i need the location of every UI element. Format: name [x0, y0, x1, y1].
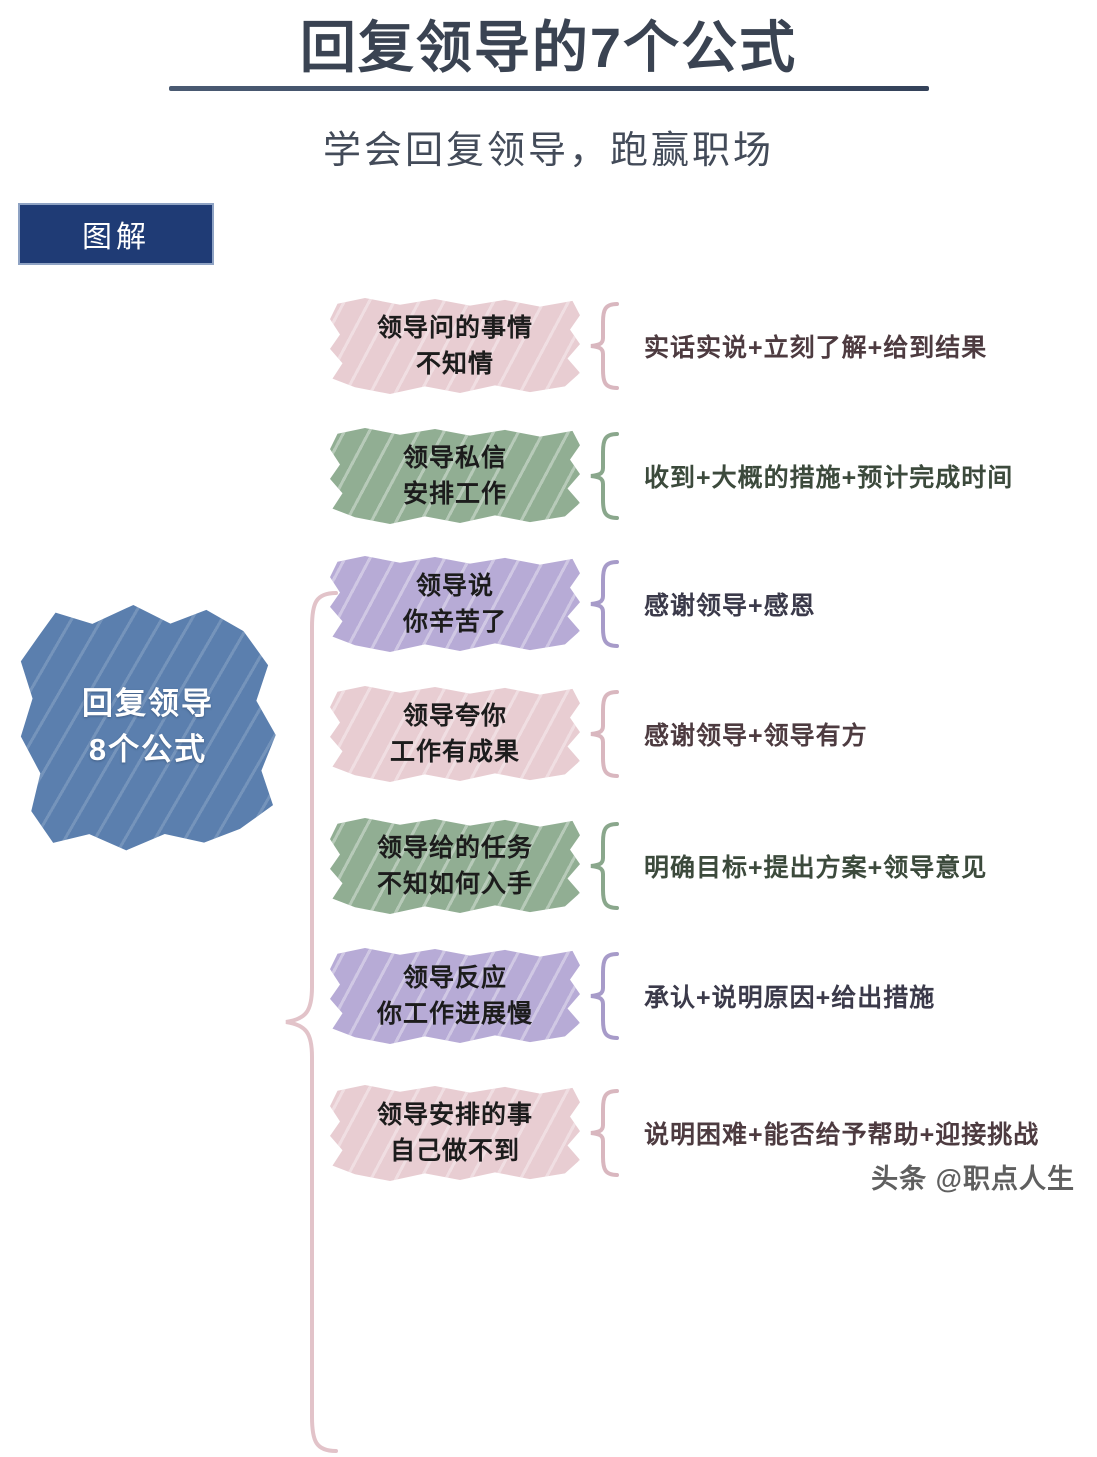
- branch-label-line1: 领导说: [415, 571, 494, 600]
- branch-label-line2: 安排工作: [402, 480, 507, 508]
- branch-label-line2: 你辛苦了: [402, 608, 507, 636]
- branch-highlight-shape: [330, 1085, 580, 1181]
- branch-label-text: 领导说 你辛苦了: [330, 552, 580, 656]
- branch-label: 领导给的任务 不知如何入手: [330, 814, 580, 918]
- root-node-line1: 回复领导: [82, 685, 214, 721]
- page-subtitle: 学会回复领导，跑赢职场: [322, 130, 774, 173]
- branch-label: 领导安排的事 自己做不到: [330, 1081, 580, 1185]
- root-node: 回复领导 8个公式: [18, 602, 278, 852]
- branch-label-line1: 领导给的任务: [376, 833, 533, 862]
- branch-row: 领导说 你辛苦了 感谢领导+感恩: [330, 548, 1090, 660]
- branch-brace-icon: [586, 558, 628, 650]
- branch-highlight-shape: [330, 298, 580, 394]
- branch-brace-icon: [586, 950, 628, 1042]
- diagram-badge-label: 图解: [82, 221, 150, 254]
- branch-row: 领导安排的事 自己做不到 说明困难+能否给予帮助+迎接挑战: [330, 1077, 1090, 1189]
- branch-row: 领导反应 你工作进展慢 承认+说明原因+给出措施: [330, 940, 1090, 1052]
- branch-brace-icon: [586, 1087, 628, 1179]
- branch-label-text: 领导给的任务 不知如何入手: [330, 814, 580, 918]
- branch-label-line2: 不知情: [415, 350, 494, 378]
- branch-formula: 明确目标+提出方案+领导意见: [644, 854, 988, 882]
- branch-label-line1: 领导私信: [402, 443, 507, 472]
- branch-brace-icon: [586, 430, 628, 522]
- branch-brace-icon: [586, 300, 628, 392]
- branch-label-line2: 工作有成果: [389, 738, 520, 766]
- branch-label-text: 领导问的事情 不知情: [330, 294, 580, 398]
- branch-label: 领导说 你辛苦了: [330, 552, 580, 656]
- branch-formula: 收到+大概的措施+预计完成时间: [644, 464, 1014, 492]
- branch-brace-icon: [586, 820, 628, 912]
- branch-formula: 感谢领导+感恩: [644, 592, 816, 620]
- page-title: 回复领导的7个公式: [299, 16, 798, 79]
- title-underline: [168, 86, 929, 92]
- branch-row: 领导夸你 工作有成果 感谢领导+领导有方: [330, 678, 1090, 790]
- branch-label-line1: 领导问的事情: [376, 313, 533, 342]
- branch-row: 领导私信 安排工作 收到+大概的措施+预计完成时间: [330, 420, 1090, 532]
- branch-label-line1: 领导夸你: [402, 701, 507, 730]
- branch-formula: 承认+说明原因+给出措施: [644, 984, 936, 1012]
- branch-formula: 说明困难+能否给予帮助+迎接挑战: [644, 1121, 1040, 1149]
- mindmap-diagram: 回复领导 8个公式 领导问的事情 不知情 实话实说+立刻了解+给到结果 领导私信: [0, 272, 1097, 1453]
- branch-label-line2: 你工作进展慢: [376, 1000, 533, 1028]
- branch-label-line1: 领导反应: [402, 963, 507, 992]
- branch-label-text: 领导安排的事 自己做不到: [330, 1081, 580, 1185]
- branch-label: 领导问的事情 不知情: [330, 294, 580, 398]
- branch-highlight-shape: [330, 818, 580, 914]
- branch-label: 领导反应 你工作进展慢: [330, 944, 580, 1048]
- branch-formula: 感谢领导+领导有方: [644, 722, 868, 750]
- branch-highlight-shape: [330, 556, 580, 652]
- branch-highlight-shape: [330, 428, 580, 524]
- branch-row: 领导给的任务 不知如何入手 明确目标+提出方案+领导意见: [330, 810, 1090, 922]
- branch-label: 领导夸你 工作有成果: [330, 682, 580, 786]
- root-node-line2: 8个公式: [88, 732, 208, 767]
- branch-highlight-shape: [330, 686, 580, 782]
- header: 回复领导的7个公式 学会回复领导，跑赢职场: [0, 0, 1097, 174]
- diagram-badge: 图解: [18, 203, 214, 265]
- branch-brace-icon: [586, 688, 628, 780]
- branch-label-line1: 领导安排的事: [376, 1100, 533, 1129]
- branch-label-text: 领导反应 你工作进展慢: [330, 944, 580, 1048]
- branch-label-line2: 不知如何入手: [376, 870, 533, 898]
- branch-label-line2: 自己做不到: [389, 1137, 520, 1165]
- branch-formula: 实话实说+立刻了解+给到结果: [644, 334, 988, 362]
- branch-highlight-shape: [330, 948, 580, 1044]
- branch-row: 领导问的事情 不知情 实话实说+立刻了解+给到结果: [330, 290, 1090, 402]
- branch-label-text: 领导私信 安排工作: [330, 424, 580, 528]
- watermark: 头条 @职点人生: [871, 1164, 1075, 1194]
- branch-label-text: 领导夸你 工作有成果: [330, 682, 580, 786]
- branch-label: 领导私信 安排工作: [330, 424, 580, 528]
- root-node-label: 回复领导 8个公式: [18, 602, 278, 852]
